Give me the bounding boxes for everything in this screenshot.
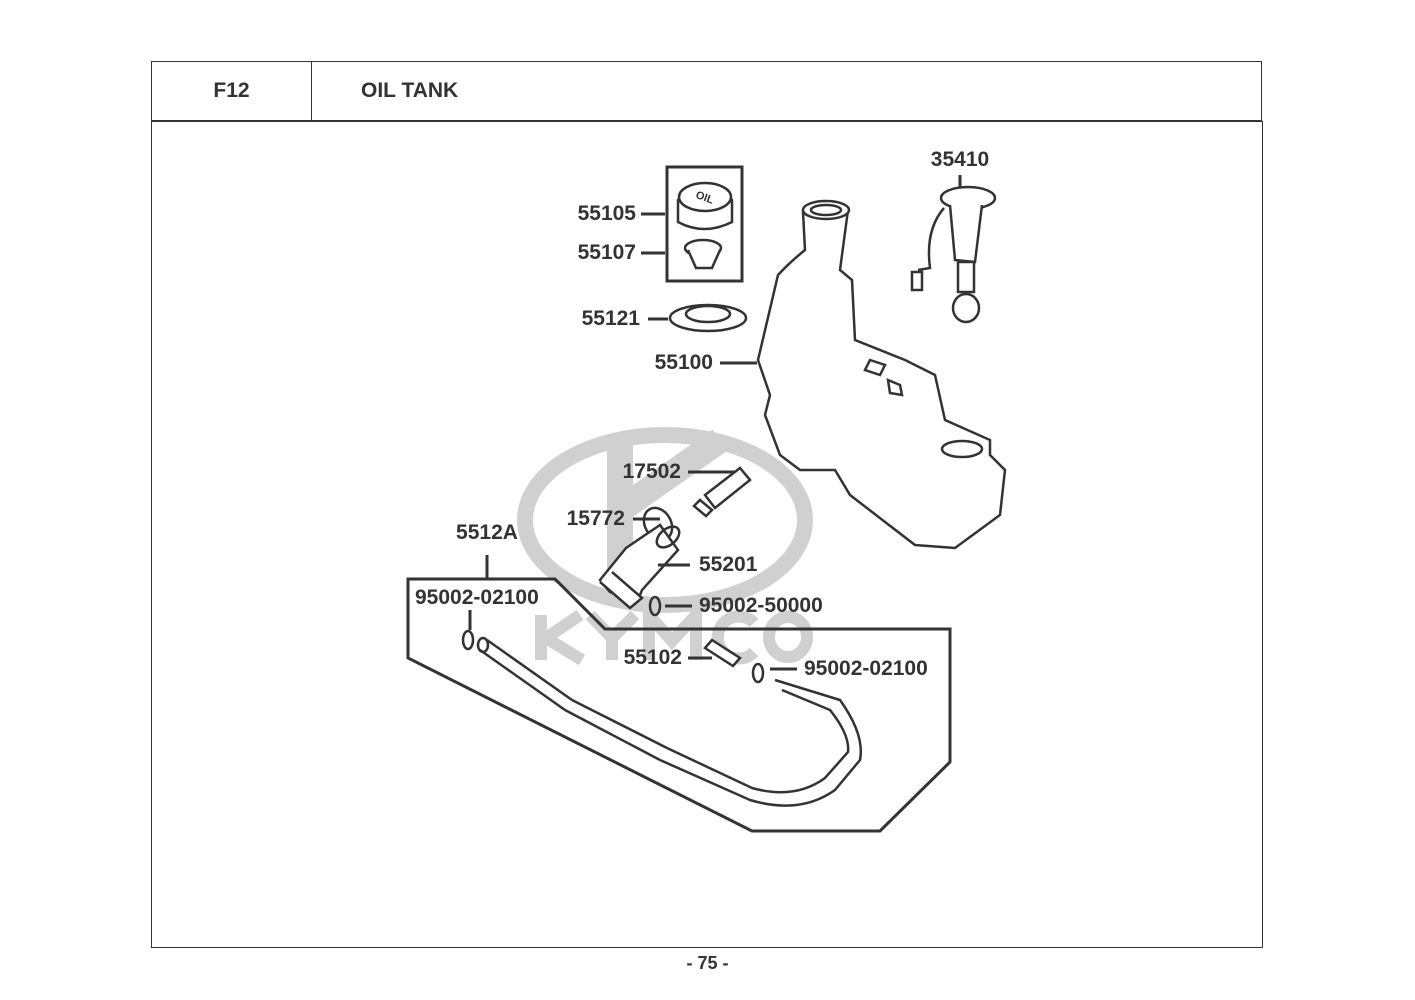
clamp-95002-50000-drawing [648, 595, 662, 617]
clamp-95002-02100-a-drawing [461, 629, 475, 651]
cap-oil-text: OIL [694, 189, 716, 207]
oil-cap-drawing [676, 181, 734, 231]
clamp-95002-02100-b-drawing [751, 662, 765, 684]
part-label-55201: 55201 [699, 553, 758, 576]
part-label-55121: 55121 [581, 307, 640, 330]
part-label-5512A: 5512A [456, 521, 518, 544]
part-label-55102: 55102 [623, 646, 682, 669]
cap-gasket-drawing [683, 238, 723, 270]
part-label-95002-02100-a: 95002-02100 [415, 586, 539, 609]
section-code: F12 [152, 62, 312, 120]
section-title: OIL TANK [361, 79, 459, 102]
part-label-17502: 17502 [622, 460, 681, 483]
part-label-95002-50000: 95002-50000 [699, 594, 823, 617]
oil-level-sensor-drawing [910, 185, 997, 324]
joint-17502-drawing [692, 466, 752, 518]
part-label-55105: 55105 [577, 202, 636, 225]
seal-drawing [668, 303, 748, 333]
joint-55102-drawing [703, 638, 742, 668]
part-label-35410: 35410 [930, 148, 990, 171]
page-number: - 75 - [686, 953, 729, 973]
part-label-55107: 55107 [577, 241, 636, 264]
part-label-15772: 15772 [566, 507, 625, 530]
section-header: F12 OIL TANK [151, 61, 1262, 121]
part-label-55100: 55100 [654, 351, 713, 374]
leader-lines [468, 175, 962, 671]
cap-group-box [665, 165, 744, 283]
hose-assembly-bracket [406, 555, 952, 833]
oil-hose-drawing [476, 636, 862, 807]
part-label-95002-02100-b: 95002-02100 [804, 657, 928, 680]
oil-tank-drawing [756, 208, 1007, 550]
diagram-frame [151, 121, 1263, 948]
